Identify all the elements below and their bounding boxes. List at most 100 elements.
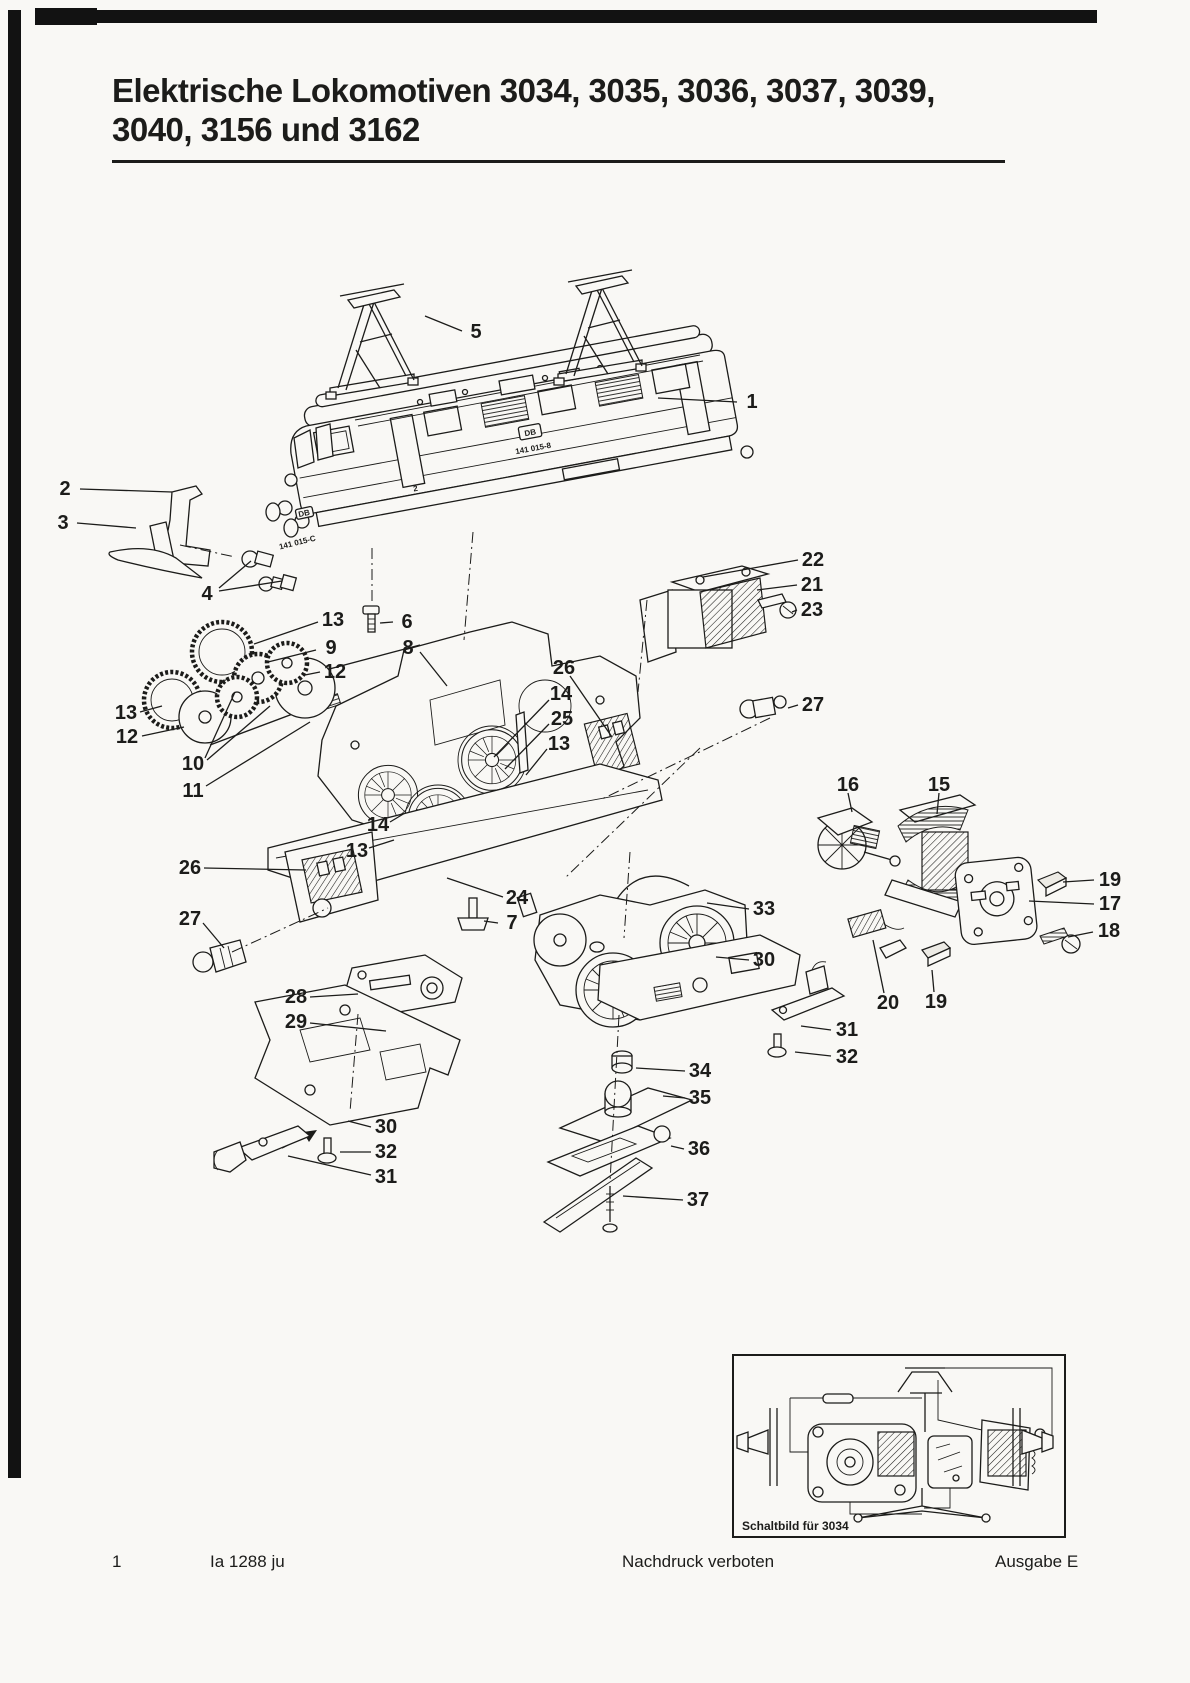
- callout-leader-14: [493, 699, 550, 758]
- pantograph-front: [325, 283, 419, 400]
- callout-leader-4: [218, 560, 252, 589]
- brush-19-lower: [921, 941, 952, 968]
- pickup-shoe-37: [542, 1157, 654, 1233]
- callout-17: 17: [1099, 893, 1121, 915]
- callout-leader-12: [141, 726, 185, 737]
- callout-24: 24: [506, 887, 529, 909]
- callout-leader-17: [1028, 900, 1095, 905]
- callout-14: 14: [367, 814, 390, 836]
- page-title-line1: Elektrische Lokomotiven 3034, 3035, 3036…: [112, 72, 935, 109]
- callout-leader-6: [379, 621, 394, 624]
- callout-leader-13: [253, 621, 319, 645]
- callout-leader-16: [847, 792, 853, 813]
- callout-leader-26: [203, 867, 307, 871]
- callout-leader-20: [872, 939, 885, 994]
- callout-15: 15: [928, 774, 950, 796]
- callout-leader-30: [347, 1120, 372, 1128]
- part-plug-pins: [241, 550, 298, 592]
- callout-16: 16: [837, 774, 859, 796]
- callout-leader-24: [446, 877, 504, 898]
- scan-artifact-left-bar: [8, 10, 21, 1478]
- callout-32: 32: [836, 1046, 858, 1068]
- bogie-frame-30: [597, 934, 907, 1021]
- callout-37: 37: [687, 1189, 709, 1211]
- footer-edition: Ausgabe E: [995, 1552, 1079, 1571]
- callout-leader-9: [267, 649, 317, 663]
- inset-caption: Schaltbild für 3034: [742, 1519, 849, 1533]
- callout-36: 36: [688, 1138, 710, 1160]
- chassis-plate-24: [267, 763, 663, 923]
- callout-leader-29: [309, 1022, 387, 1032]
- insulator-plate-26: [583, 712, 641, 776]
- callout-leader-11: [205, 721, 311, 787]
- callout-leader-27: [202, 922, 225, 949]
- callout-4: 4: [201, 583, 213, 605]
- pickup-frame-36: [546, 1125, 672, 1177]
- callout-3: 3: [57, 512, 68, 534]
- callout-leader-36: [670, 1145, 685, 1150]
- callout-leader-37: [622, 1195, 684, 1201]
- callout-leader-13: [368, 839, 395, 849]
- screw-7: [457, 897, 489, 931]
- callout-leader-23: [791, 609, 798, 613]
- callout-13: 13: [346, 840, 368, 862]
- callout-leader-12: [304, 671, 321, 676]
- brush-spring-20: [847, 908, 905, 939]
- callout-7: 7: [506, 912, 517, 934]
- callout-29: 29: [285, 1011, 307, 1033]
- callout-leader-19: [931, 969, 935, 993]
- footer-page-number: 1: [112, 1552, 122, 1571]
- callout-19: 19: [925, 991, 947, 1013]
- callout-13: 13: [115, 702, 137, 724]
- callout-leader-34: [635, 1067, 686, 1072]
- callout-12: 12: [116, 726, 138, 748]
- callout-18: 18: [1098, 920, 1120, 942]
- footer-print-code: Ia 1288 ju: [210, 1552, 285, 1571]
- callout-leader-15: [936, 792, 940, 815]
- callout-leader-19: [1062, 879, 1095, 883]
- callout-leader-30: [715, 956, 750, 961]
- callout-leader-25: [504, 723, 550, 770]
- callout-leader-26: [569, 675, 613, 738]
- callout-31: 31: [836, 1019, 858, 1041]
- callout-leader-33: [706, 902, 750, 910]
- callout-leader-21: [756, 584, 798, 591]
- lamp-socket-27: [739, 695, 787, 719]
- callout-leader-3: [76, 522, 137, 529]
- callout-22: 22: [802, 549, 824, 571]
- callout-leader-35: [662, 1095, 686, 1099]
- callout-leader-14: [389, 812, 406, 823]
- scan-artifact-top-blob: [35, 8, 97, 25]
- callout-leader-32: [794, 1051, 832, 1057]
- callout-33: 33: [753, 898, 775, 920]
- page-title-line2: 3040, 3156 und 3162: [112, 110, 420, 148]
- callout-32: 32: [375, 1141, 397, 1163]
- alignment-axes: [231, 531, 771, 1183]
- callout-leader-18: [1067, 931, 1094, 938]
- callout-leader-8: [419, 651, 448, 687]
- scan-artifact-top-bar: [35, 10, 1097, 23]
- callout-leader-27: [787, 704, 799, 709]
- pivot-bushing-34: [611, 1050, 633, 1074]
- armature-16: [816, 807, 901, 870]
- callout-27: 27: [802, 694, 824, 716]
- screw-18: [1039, 927, 1081, 954]
- field-coil-15: [884, 794, 977, 918]
- callout-10: 10: [182, 753, 204, 775]
- callout-leader-13: [525, 748, 548, 776]
- callout-9: 9: [325, 637, 336, 659]
- brush-19-upper: [1036, 871, 1068, 898]
- screw-32-left: [317, 1137, 337, 1164]
- callout-leader-10: [204, 691, 236, 759]
- callout-30: 30: [753, 949, 775, 971]
- part-skid-shoe: [108, 521, 203, 579]
- callout-19: 19: [1099, 869, 1121, 891]
- callout-13: 13: [548, 733, 570, 755]
- callout-leader-5: [424, 315, 463, 332]
- callout-14: 14: [550, 683, 573, 705]
- frame-bottom-30: [254, 984, 461, 1149]
- coupler-31-left: [213, 1125, 312, 1173]
